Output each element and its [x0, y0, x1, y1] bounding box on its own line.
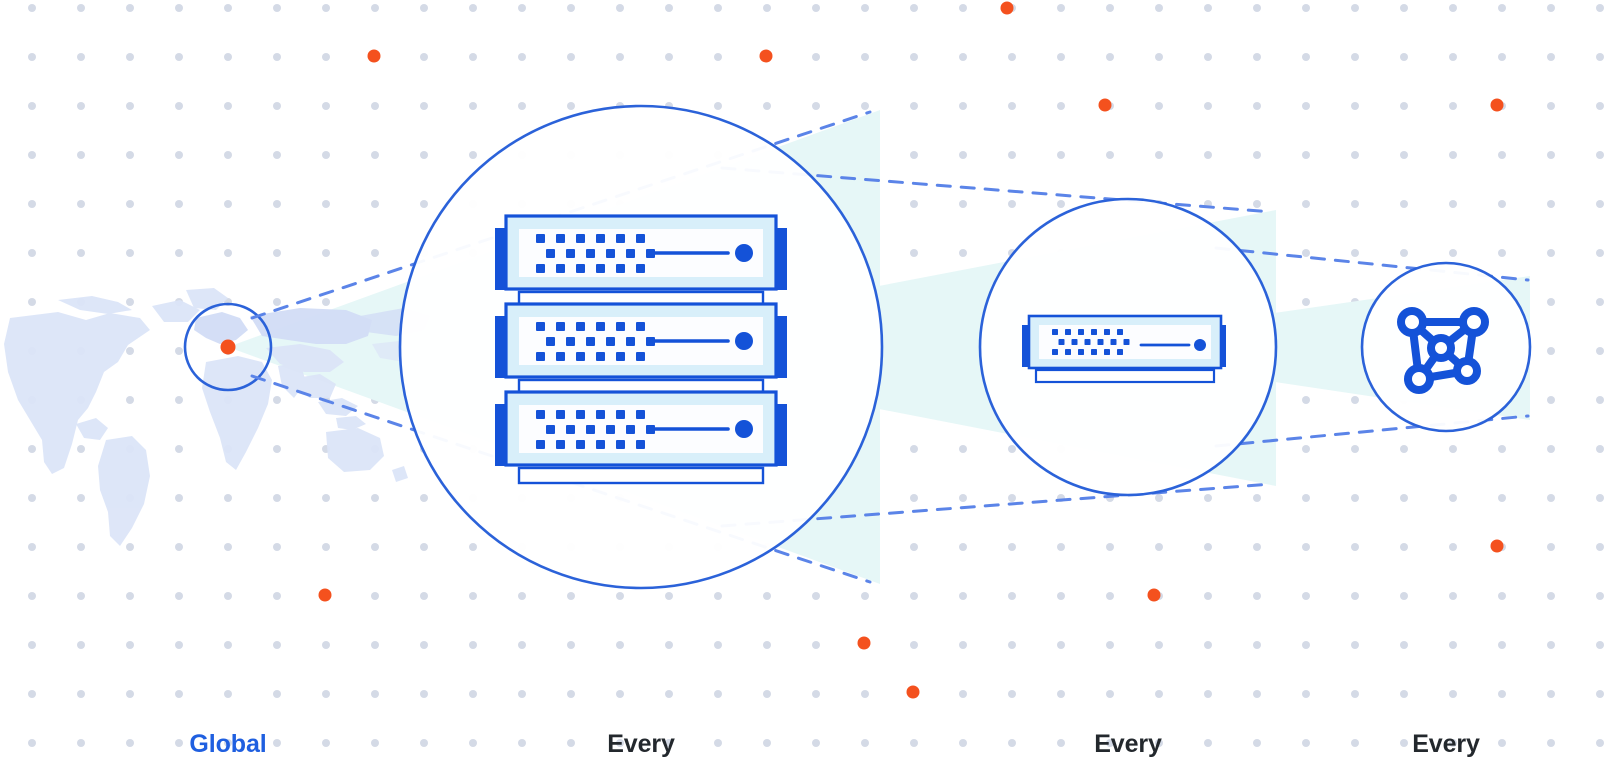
dashed-line-dc-bottom — [720, 482, 1274, 528]
label-global-network-line1: Global — [189, 730, 267, 758]
network-node-center — [1427, 334, 1455, 362]
network-node-top-right — [1459, 307, 1489, 337]
highlight-dot-group — [318, 1, 1504, 699]
server-unit-icon[interactable] — [1022, 314, 1226, 384]
label-data-center-line1: Every — [607, 730, 675, 758]
rack-unit-2-status-dot — [735, 332, 753, 350]
global-network-location-marker[interactable] — [220, 339, 236, 355]
highlight-dot — [1490, 539, 1504, 553]
label-data-center: Every data center — [511, 668, 771, 782]
dashed-line-dc-top — [720, 166, 1274, 214]
server-rack-icon[interactable] — [495, 214, 787, 485]
highlight-dot — [1490, 98, 1504, 112]
global-network-circle[interactable] — [183, 302, 273, 392]
highlight-dot — [906, 685, 920, 699]
highlight-dot — [367, 49, 381, 63]
network-node-top-left — [1397, 307, 1427, 337]
rack-unit-2[interactable] — [495, 302, 787, 396]
dashed-line-server-top — [1214, 246, 1530, 282]
label-server: Every server — [1028, 668, 1228, 782]
highlight-dot — [1000, 1, 1014, 15]
network-node-bottom-left — [1404, 364, 1434, 394]
server-unit-base — [1034, 368, 1216, 384]
rack-unit-1[interactable] — [495, 214, 787, 308]
label-global-network: Global network — [128, 668, 328, 782]
world-map-icon — [4, 288, 430, 546]
rack-unit-3-status-dot — [735, 420, 753, 438]
label-service-line1: Every — [1412, 730, 1480, 758]
label-server-line1: Every — [1094, 730, 1162, 758]
highlight-dot — [1098, 98, 1112, 112]
network-node-bottom-right — [1453, 357, 1481, 385]
server-unit-status-dot — [1194, 339, 1206, 351]
rack-unit-1-status-dot — [735, 244, 753, 262]
dashed-line-server-bottom — [1214, 414, 1530, 448]
highlight-dot — [1147, 588, 1161, 602]
rack-unit-3-base — [517, 466, 765, 485]
rack-unit-3[interactable] — [495, 390, 787, 485]
highlight-dot — [857, 636, 871, 650]
highlight-dot — [759, 49, 773, 63]
network-nodes-icon[interactable] — [1397, 307, 1489, 394]
label-service: Every service — [1346, 668, 1546, 782]
highlight-dot — [318, 588, 332, 602]
